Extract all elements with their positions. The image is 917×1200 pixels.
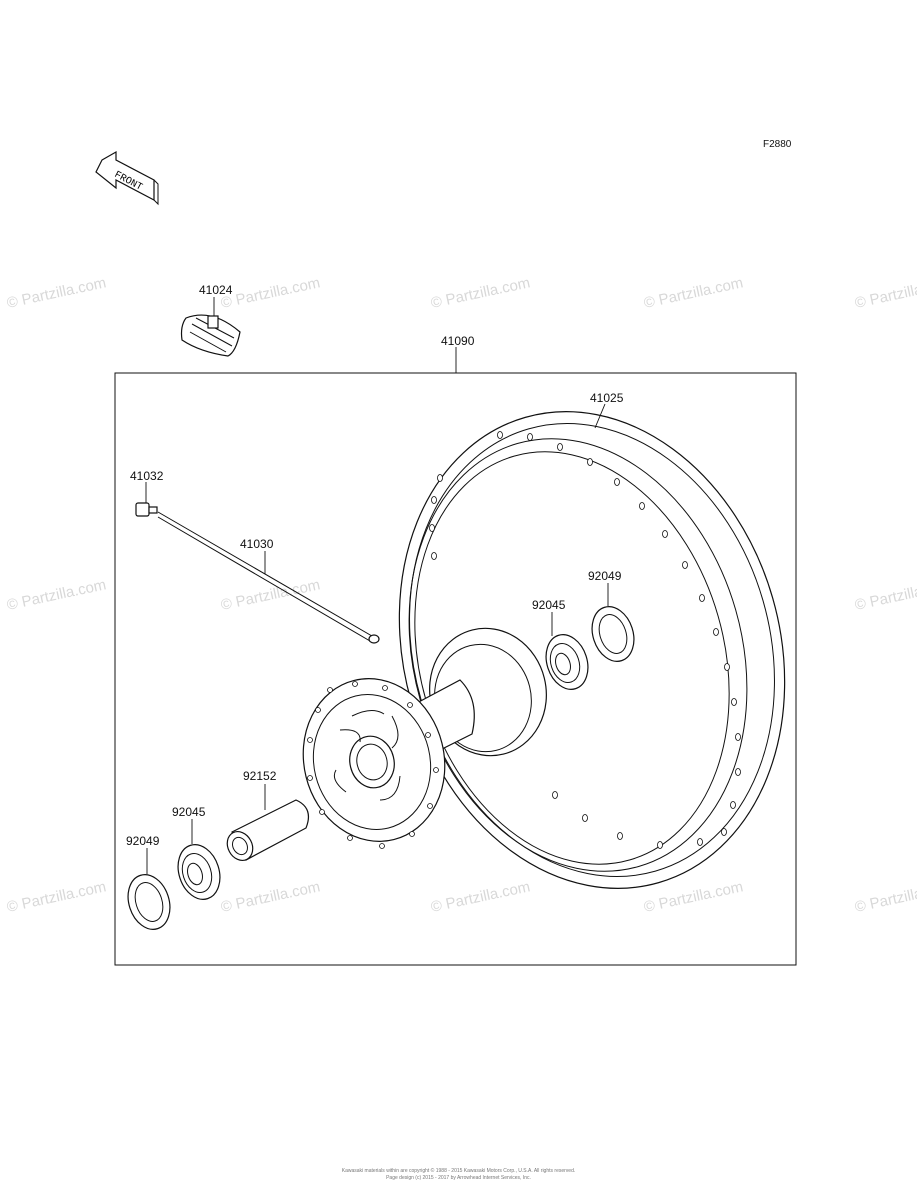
bearing-right-part: 92045 bbox=[532, 598, 589, 690]
seal-left-part: 92049 bbox=[126, 834, 171, 930]
watermark: © Partzilla.com bbox=[853, 576, 917, 614]
watermark: © Partzilla.com bbox=[429, 878, 531, 916]
nipple-part: 41032 bbox=[130, 469, 164, 517]
watermark: © Partzilla.com bbox=[429, 274, 531, 312]
copyright-line-2: Page design (c) 2015 - 2017 by Arrowhead… bbox=[386, 1175, 531, 1181]
rim-label: 41025 bbox=[590, 391, 624, 405]
seal-right-label: 92049 bbox=[588, 569, 622, 583]
watermark: © Partzilla.com bbox=[5, 878, 107, 916]
rim-part: 41025 bbox=[398, 391, 786, 889]
spoke-part: 41030 bbox=[157, 511, 380, 644]
seal-right-part: 92049 bbox=[588, 569, 635, 662]
seal-left-label: 92049 bbox=[126, 834, 160, 848]
watermark: © Partzilla.com bbox=[219, 878, 321, 916]
valve-label: 41024 bbox=[199, 283, 233, 297]
bearing-right-label: 92045 bbox=[532, 598, 566, 612]
assembly-label: 41090 bbox=[441, 334, 475, 348]
watermark: © Partzilla.com bbox=[5, 576, 107, 614]
watermark: © Partzilla.com bbox=[853, 878, 917, 916]
nipple-label: 41032 bbox=[130, 469, 164, 483]
bearing-left-part: 92045 bbox=[172, 805, 221, 900]
valve-part: 41024 bbox=[180, 283, 241, 357]
front-arrow-icon: FRONT bbox=[95, 150, 159, 206]
assembly-box bbox=[114, 372, 797, 966]
spoke-label: 41030 bbox=[240, 537, 274, 551]
watermark: © Partzilla.com bbox=[219, 274, 321, 312]
collar-part: 92152 bbox=[226, 769, 309, 861]
collar-label: 92152 bbox=[243, 769, 277, 783]
watermark: © Partzilla.com bbox=[219, 576, 321, 614]
watermark: © Partzilla.com bbox=[642, 274, 744, 312]
copyright-line-1: Kawasaki materials within are copyright … bbox=[341, 1168, 576, 1174]
bearing-left-label: 92045 bbox=[172, 805, 206, 819]
figure-ref: F2880 bbox=[763, 139, 792, 150]
watermark: © Partzilla.com bbox=[642, 878, 744, 916]
watermark: © Partzilla.com bbox=[5, 274, 107, 312]
hub-part bbox=[302, 627, 547, 849]
watermark: © Partzilla.com bbox=[853, 274, 917, 312]
